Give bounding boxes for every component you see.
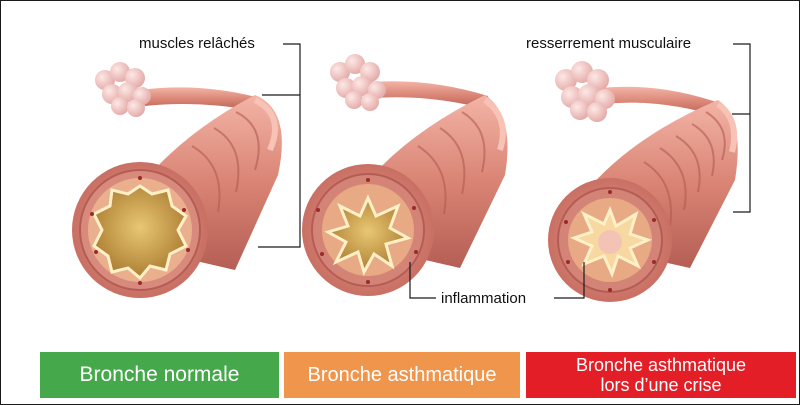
caption-crisis-line2: lors d’une crise	[600, 375, 721, 395]
mucus-plug	[598, 230, 622, 254]
alveoli-cluster	[330, 54, 490, 111]
normal-bronchus	[72, 62, 282, 298]
caption-crisis: Bronche asthmatique lors d’une crise	[526, 352, 796, 398]
caption-normal: Bronche normale	[40, 352, 279, 398]
caption-asthmatic: Bronche asthmatique	[284, 352, 520, 398]
caption-crisis-line1: Bronche asthmatique	[576, 355, 746, 375]
asthmatic-bronchus	[302, 54, 508, 296]
relaxed-muscles-label: muscles relâchés	[139, 35, 255, 53]
muscle-tightening-label: resserrement musculaire	[526, 35, 691, 53]
caption-asthmatic-text: Bronche asthmatique	[307, 365, 496, 385]
caption-normal-text: Bronche normale	[80, 365, 240, 385]
crisis-bronchus	[548, 61, 738, 302]
inflammation-label: inflammation	[441, 290, 526, 308]
